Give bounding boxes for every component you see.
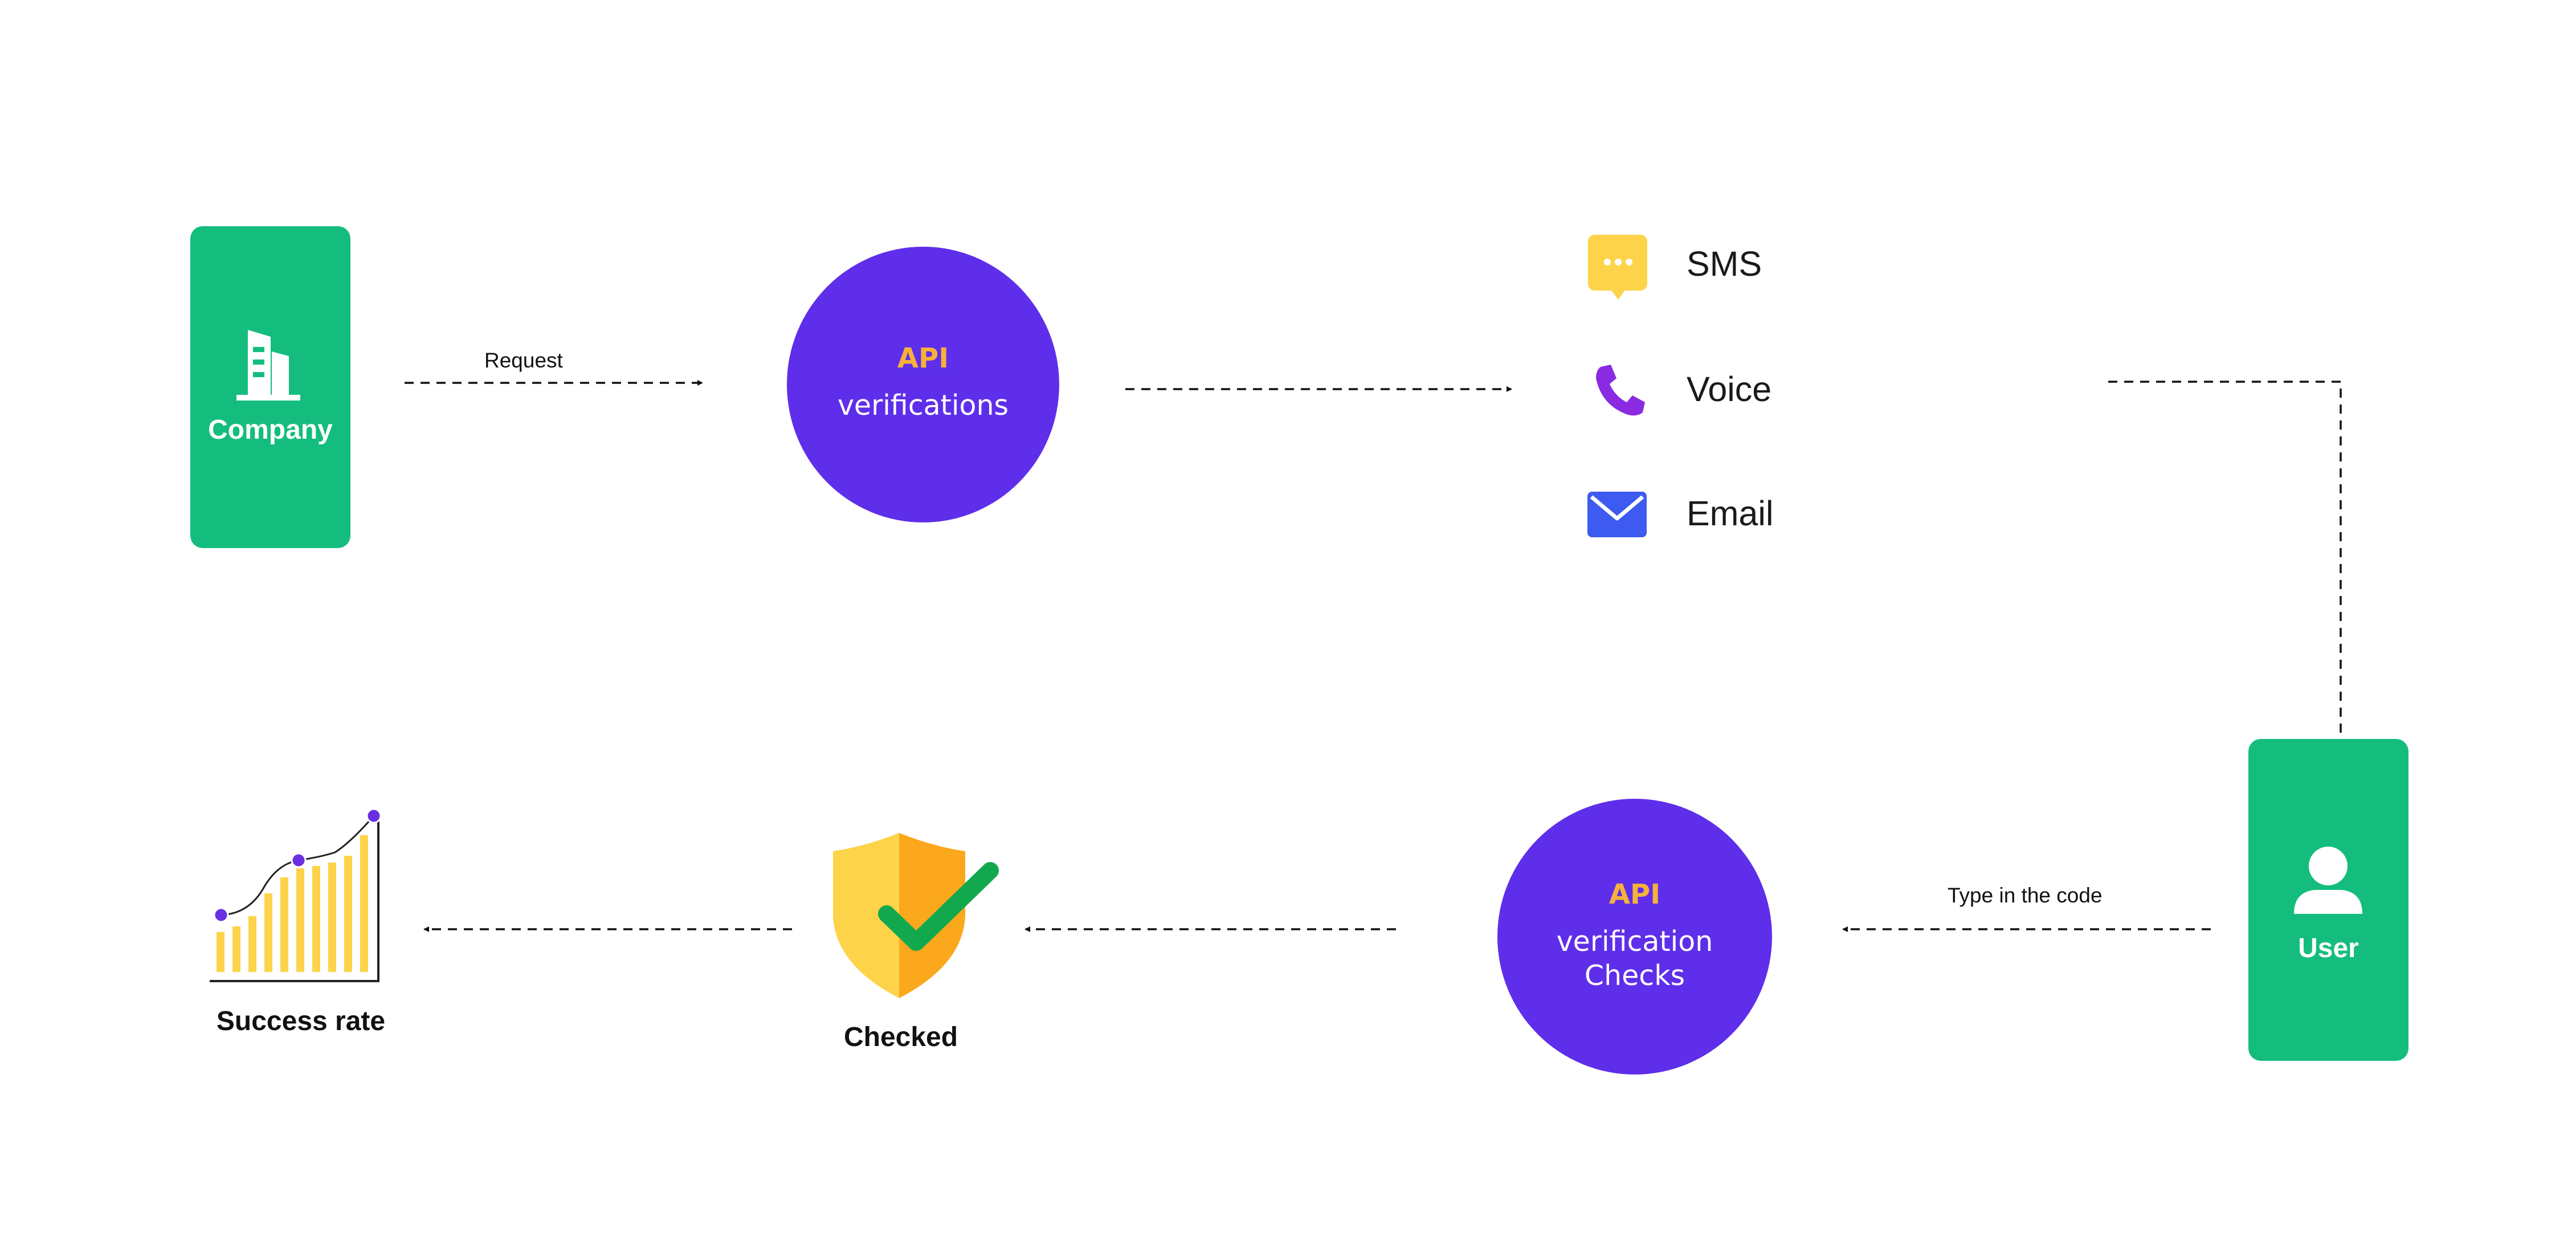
- user-label: User: [2298, 933, 2359, 963]
- type-code-label: Type in the code: [1948, 884, 2103, 907]
- sms-label: SMS: [1687, 244, 1762, 283]
- envelope-icon: [1587, 491, 1647, 538]
- email-label: Email: [1687, 494, 1774, 533]
- api-verifications-node: API verifications: [787, 247, 1059, 522]
- api-verifications-api: API: [897, 342, 949, 374]
- api-checks-label-1: verification: [1556, 925, 1713, 958]
- user-card: User: [2248, 739, 2408, 1061]
- api-checks-node: API verification Checks: [1497, 799, 1772, 1075]
- request-label: Request: [484, 349, 563, 372]
- line-channels-to-user: [2108, 381, 2342, 739]
- voice-label: Voice: [1687, 370, 1772, 408]
- api-verifications-label: verifications: [837, 389, 1009, 422]
- api-checks-label-2: Checks: [1584, 959, 1685, 992]
- checked-label: Checked: [843, 1022, 958, 1052]
- user-icon: [2294, 847, 2362, 914]
- api-checks-api: API: [1609, 879, 1661, 910]
- company-label: Company: [208, 415, 333, 445]
- company-card: Company: [190, 226, 350, 548]
- building-icon: [236, 330, 300, 401]
- success-rate-label: Success rate: [216, 1006, 386, 1036]
- growth-chart-icon: [210, 808, 387, 983]
- sms-bubble-icon: [1587, 234, 1650, 301]
- phone-icon: [1593, 361, 1647, 418]
- shield-check-icon: [825, 831, 999, 1002]
